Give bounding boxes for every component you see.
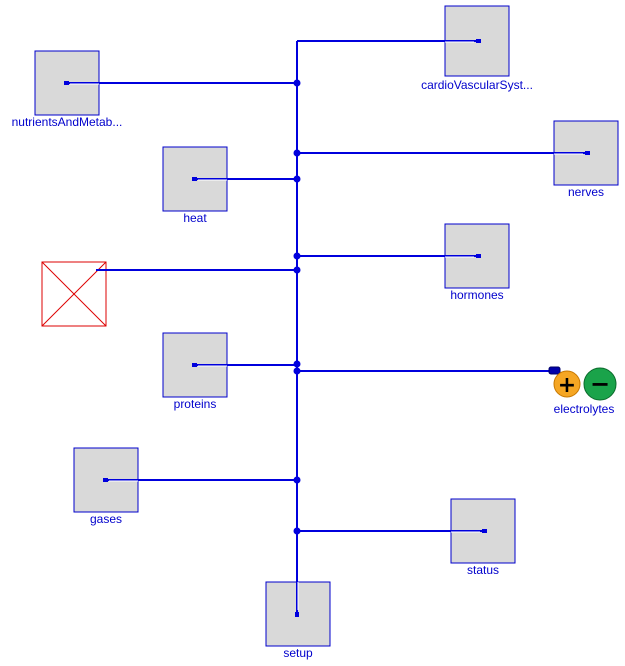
setup-label: setup: [283, 646, 313, 660]
component-hormones[interactable]: hormones: [297, 223, 510, 302]
cardio-port[interactable]: [476, 39, 481, 43]
minus-icon: [583, 367, 617, 401]
junction-dot: [293, 367, 301, 375]
gases-port[interactable]: [103, 478, 108, 482]
electrolytes-icon: + −: [553, 367, 617, 401]
status-port[interactable]: [482, 529, 487, 533]
status-label: status: [467, 563, 499, 577]
component-empty[interactable]: [41, 261, 297, 327]
plus-icon: [553, 370, 581, 398]
junction-dot: [293, 252, 301, 260]
component-status[interactable]: status: [297, 498, 516, 577]
hormones-port[interactable]: [476, 254, 481, 258]
hormones-label: hormones: [450, 288, 503, 302]
electrolytes-label: electrolytes: [554, 402, 615, 416]
proteins-port[interactable]: [192, 363, 197, 367]
junction-dot: [293, 527, 301, 535]
junction-dot: [293, 79, 301, 87]
minus-glyph: −: [590, 370, 610, 398]
nutrients-port[interactable]: [64, 81, 69, 85]
plus-glyph: +: [558, 373, 576, 398]
component-setup[interactable]: setup: [265, 581, 331, 660]
component-gases[interactable]: gases: [73, 447, 297, 526]
component-nerves[interactable]: nerves: [297, 120, 619, 199]
gases-label: gases: [90, 512, 122, 526]
component-cardio[interactable]: cardioVascularSyst...: [297, 5, 533, 92]
component-nutrients[interactable]: nutrientsAndMetab...: [12, 50, 297, 129]
junction-dot: [293, 476, 301, 484]
junction-dot: [293, 149, 301, 157]
nerves-label: nerves: [568, 185, 604, 199]
electrolytes-port[interactable]: [548, 366, 561, 375]
nutrients-label: nutrientsAndMetab...: [12, 115, 123, 129]
component-proteins[interactable]: proteins: [162, 332, 297, 411]
heat-port[interactable]: [192, 177, 197, 181]
nerves-port[interactable]: [585, 151, 590, 155]
junction-dot: [293, 266, 301, 274]
junction-dot: [293, 175, 301, 183]
heat-label: heat: [183, 211, 207, 225]
junction-dot: [293, 360, 301, 368]
component-heat[interactable]: heat: [162, 146, 297, 225]
setup-port[interactable]: [295, 612, 299, 617]
cardio-label: cardioVascularSyst...: [421, 78, 533, 92]
proteins-label: proteins: [174, 397, 217, 411]
component-electrolytes[interactable]: + − electrolytes: [297, 366, 617, 416]
empty-x-line-2: [41, 261, 107, 327]
